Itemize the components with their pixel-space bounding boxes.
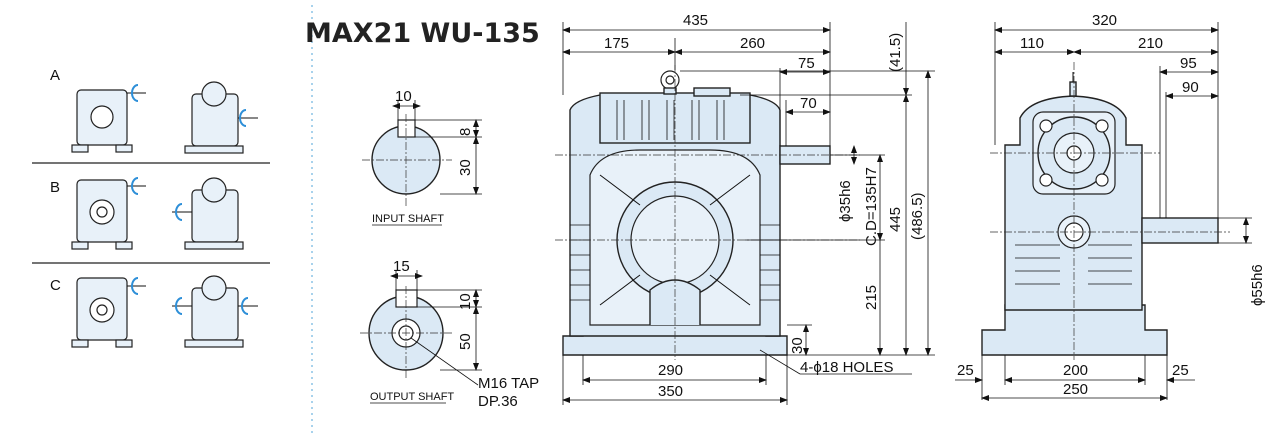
page-title: MAX21 WU-135 xyxy=(305,18,540,49)
output-key-width: 15 xyxy=(393,258,410,275)
side-view: 320 110 210 95 90 ϕ55h6 25 200 25 250 xyxy=(955,12,1266,401)
front-view: 435 175 260 75 70 (41.5) ϕ35h6 C.D=135H7… xyxy=(555,12,935,405)
output-shaft-section: 15 10 50 M16 TAP DP.36 OUTPUT SHAFT xyxy=(360,258,539,410)
input-shaft-caption: INPUT SHAFT xyxy=(372,213,444,225)
input-shaft-section: 10 8 30 INPUT SHAFT xyxy=(362,88,482,226)
gearbox-front-icon xyxy=(71,84,146,153)
front-input-dia: ϕ35h6 xyxy=(837,180,854,222)
front-base-thickness: 30 xyxy=(789,337,806,354)
front-base-to-center: 215 xyxy=(863,285,880,310)
side-bolt-span: 200 xyxy=(1063,362,1088,379)
side-margin-right: 25 xyxy=(1172,362,1189,379)
gearbox-side-icon xyxy=(184,81,258,154)
rotation-arrow-icon xyxy=(131,277,139,295)
rotation-arrow-icon xyxy=(131,177,139,195)
front-height-total: (486.5) xyxy=(909,192,926,240)
input-key-height: 8 xyxy=(457,128,474,136)
front-shaft-70: 70 xyxy=(800,95,817,112)
front-bolt-span: 290 xyxy=(658,362,683,379)
gearbox-side-icon xyxy=(172,275,258,348)
side-output-dia: ϕ55h6 xyxy=(1249,264,1266,306)
mounting-row-label: B xyxy=(50,179,60,196)
output-depth-label: DP.36 xyxy=(478,393,518,410)
output-shaft-caption: OUTPUT SHAFT xyxy=(370,391,454,403)
input-key-width: 10 xyxy=(395,88,412,105)
gearbox-side-icon xyxy=(172,177,244,250)
side-shaft-95: 95 xyxy=(1180,55,1197,72)
front-base-width: 350 xyxy=(658,383,683,400)
front-height-445: 445 xyxy=(887,207,904,232)
front-shaft-75: 75 xyxy=(798,55,815,72)
side-overall-width: 320 xyxy=(1092,12,1117,29)
rotation-arrow-icon xyxy=(239,109,247,127)
side-margin-left: 25 xyxy=(957,362,974,379)
front-left-width: 175 xyxy=(604,35,629,52)
output-tap-label: M16 TAP xyxy=(478,375,539,392)
side-shaft-90: 90 xyxy=(1182,79,1199,96)
mounting-panel: A B xyxy=(32,5,313,435)
front-right-width: 260 xyxy=(740,35,765,52)
gearbox-front-icon xyxy=(71,277,146,348)
rotation-arrow-icon xyxy=(241,297,249,315)
cover-bolt-icon xyxy=(1039,119,1109,187)
rotation-arrow-icon xyxy=(175,297,183,315)
front-top-offset: (41.5) xyxy=(887,33,904,72)
side-right-width: 210 xyxy=(1138,35,1163,52)
output-key-height: 10 xyxy=(457,293,474,310)
output-center-height: 50 xyxy=(457,333,474,350)
gearbox-front-icon xyxy=(71,177,146,250)
front-overall-width: 435 xyxy=(683,12,708,29)
front-holes-label: 4-ϕ18 HOLES xyxy=(800,359,893,376)
input-center-height: 30 xyxy=(457,159,474,176)
rotation-arrow-icon xyxy=(175,203,183,221)
side-base-width: 250 xyxy=(1063,381,1088,398)
rotation-arrow-icon xyxy=(131,84,139,102)
mounting-row-label: A xyxy=(50,67,60,84)
mounting-row-label: C xyxy=(50,277,61,294)
side-left-width: 110 xyxy=(1020,35,1044,52)
front-center-distance: C.D=135H7 xyxy=(863,167,880,246)
